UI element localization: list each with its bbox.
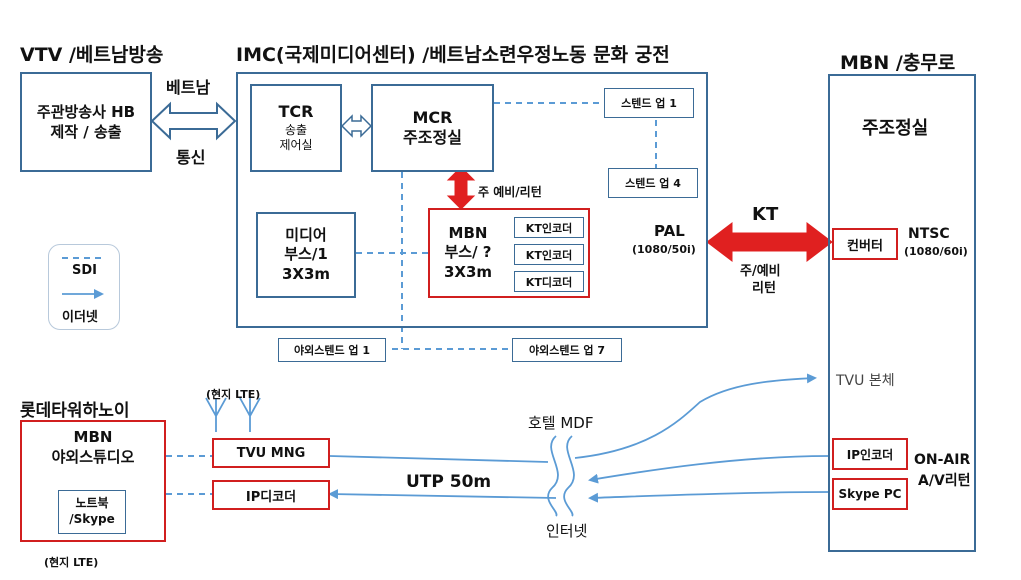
mbn-main-title: 주조정실 xyxy=(862,118,929,139)
lte-bottom-label: (현지 LTE) xyxy=(44,556,99,569)
imc-frame xyxy=(236,72,708,328)
vtv-line2: 제작 / 송출 xyxy=(50,123,122,141)
ntsc-label: NTSC xyxy=(908,226,950,242)
legend-box xyxy=(48,244,120,330)
vtv-box: 주관방송사 HB 제작 / 송출 xyxy=(20,72,152,172)
ip-decoder-box: IP디코더 xyxy=(212,480,330,510)
kt-sub1: 주/예비 xyxy=(740,264,781,279)
media-booth-line2: 부스/1 xyxy=(284,245,328,264)
skype-pc-box: Skype PC xyxy=(832,478,908,510)
mcr-box: MCR 주조정실 xyxy=(371,84,494,172)
kt-encoder-2: KT인코더 xyxy=(514,244,584,265)
antenna-right-icon xyxy=(239,397,261,432)
mbn-booth-line1: MBN xyxy=(448,223,488,242)
tvu-body-label: TVU 본체 xyxy=(836,373,895,389)
outdoor-standup-1-box: 야외스텐드 업 1 xyxy=(278,338,386,362)
imc-header: IMC(국제미디어센터) /베트남소련우정노동 문화 궁전 xyxy=(236,44,670,66)
kt-label: KT xyxy=(752,204,779,225)
utp-ipdecoder-arrow xyxy=(328,489,557,500)
lotte-studio-line1: MBN xyxy=(73,428,113,446)
lotte-header: 롯데타워하노이 xyxy=(20,401,130,421)
mbn-booth-text: MBN 부스/ ? 3X3m xyxy=(430,210,506,296)
kt-encoder-1: KT인코더 xyxy=(514,217,584,238)
pal-format: (1080/50i) xyxy=(632,243,696,256)
ipenc-internet-arrow xyxy=(588,455,829,484)
mbn-booth-box: MBN 부스/ ? 3X3m KT인코더 KT인코더 KT디코더 xyxy=(428,208,590,298)
kt-sub2: 리턴 xyxy=(752,281,776,296)
pal-label: PAL xyxy=(654,222,685,240)
standup-1-box: 스텐드 업 1 xyxy=(604,88,694,118)
mbn-header: MBN /충무로 xyxy=(840,52,956,74)
legend-ethernet-label: 이더넷 xyxy=(62,310,98,325)
media-booth-line3: 3X3m xyxy=(281,264,331,283)
vietnam-link-arrow xyxy=(150,101,237,141)
laptop-line1: 노트북 xyxy=(75,496,109,511)
onair-line1: ON-AIR xyxy=(914,452,971,468)
kt-decoder: KT디코더 xyxy=(514,271,584,292)
onair-line2: A/V리턴 xyxy=(918,473,971,489)
tvu-to-hotel-line xyxy=(329,455,549,463)
legend-sdi-label: SDI xyxy=(72,263,97,278)
ntsc-format: (1080/60i) xyxy=(904,245,968,258)
skype-internet-arrow xyxy=(588,491,829,503)
tvu-mng-box: TVU MNG xyxy=(212,438,330,468)
converter-box: 컨버터 xyxy=(832,228,898,260)
hotel-internet-line xyxy=(547,435,559,517)
mbn-booth-line2: 부스/ ? xyxy=(444,243,492,262)
mcr-subtitle: 주조정실 xyxy=(403,128,462,147)
vietnam-label: 베트남 xyxy=(166,78,211,97)
outdoor-standup-7-box: 야외스텐드 업 7 xyxy=(512,338,622,362)
mcr-title: MCR xyxy=(412,108,453,127)
hotel-mdf-label: 호텔 MDF xyxy=(528,414,594,432)
mbn-booth-line3: 3X3m xyxy=(443,262,493,281)
lotte-studio-line2: 야외스튜디오 xyxy=(51,447,135,466)
media-booth-line1: 미디어 xyxy=(285,225,327,244)
standup-4-box: 스텐드 업 4 xyxy=(608,168,698,198)
hotel-internet-line-2 xyxy=(563,435,575,517)
tcr-title: TCR xyxy=(278,102,314,121)
vtv-line1: 주관방송사 HB xyxy=(36,102,136,121)
laptop-skype-box: 노트북 /Skype xyxy=(58,490,126,534)
mbn-main-frame xyxy=(828,74,976,552)
lotte-studio-text: MBN 야외스튜디오 xyxy=(22,428,164,467)
ip-encoder-box: IP인코더 xyxy=(832,438,908,470)
utp-label: UTP 50m xyxy=(406,472,492,492)
telecom-label: 통신 xyxy=(176,148,206,167)
media-booth-box: 미디어 부스/1 3X3m xyxy=(256,212,356,298)
backup-return-label: 주 예비/리턴 xyxy=(478,185,542,199)
tcr-line1: 송출 xyxy=(284,122,308,137)
antenna-left-icon xyxy=(205,397,227,432)
tcr-box: TCR 송출 제어실 xyxy=(250,84,342,172)
lte-top-label: (현지 LTE) xyxy=(206,388,261,401)
laptop-line2: /Skype xyxy=(69,512,115,526)
internet-label: 인터넷 xyxy=(546,522,588,540)
vtv-header: VTV /베트남방송 xyxy=(20,44,164,66)
kt-red-arrow xyxy=(706,221,833,263)
tvu-to-body-arrow xyxy=(574,373,817,459)
tcr-line2: 제어실 xyxy=(279,138,313,153)
lotte-studio-box: MBN 야외스튜디오 노트북 /Skype xyxy=(20,420,166,542)
